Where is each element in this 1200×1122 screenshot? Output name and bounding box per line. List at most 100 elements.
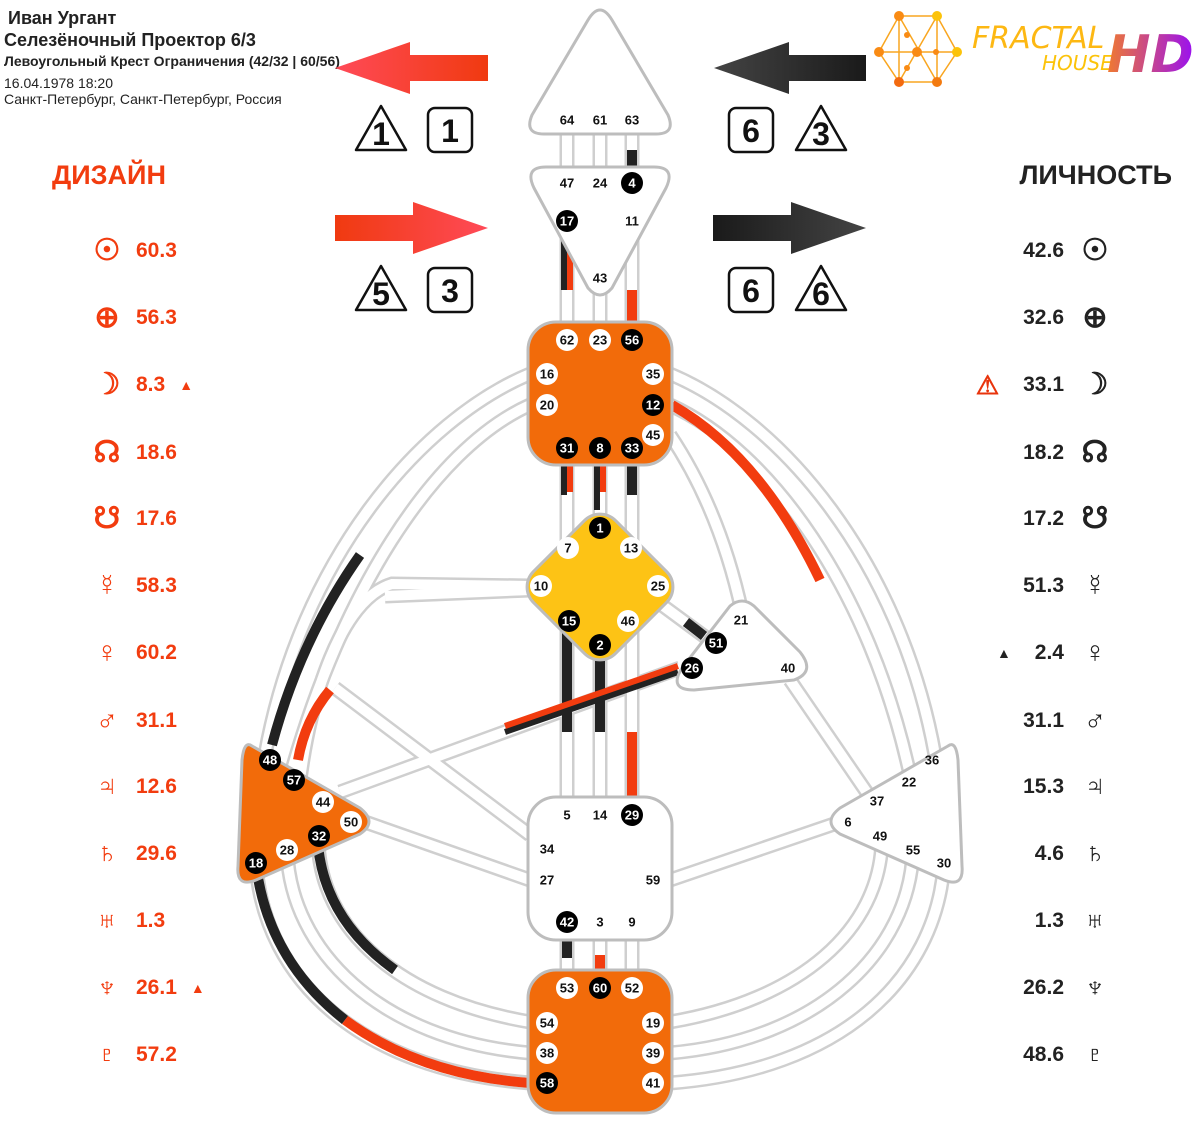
gate-64[interactable]: 64	[560, 113, 575, 128]
gate-1[interactable]: 1	[589, 517, 611, 539]
gate-13[interactable]: 13	[620, 537, 642, 559]
gate-41[interactable]: 41	[642, 1072, 664, 1094]
gate-14[interactable]: 14	[593, 808, 608, 823]
gate-49[interactable]: 49	[873, 829, 887, 844]
gate-44[interactable]: 44	[312, 791, 334, 813]
planet-gate-value: 48.6	[1023, 1043, 1064, 1066]
gate-56[interactable]: 56	[621, 329, 643, 351]
gate-16[interactable]: 16	[536, 363, 558, 385]
gate-45[interactable]: 45	[642, 424, 664, 446]
gate-26[interactable]: 26	[681, 657, 703, 679]
gate-marker	[620, 537, 642, 559]
gate-54[interactable]: 54	[536, 1012, 558, 1034]
gate-40[interactable]: 40	[781, 661, 795, 676]
gate-marker	[556, 977, 578, 999]
gate-29[interactable]: 29	[621, 804, 643, 826]
design-planet-row: ☿58.3	[90, 569, 177, 603]
gate-22[interactable]: 22	[902, 775, 916, 790]
gate-number: 46	[621, 614, 635, 629]
gate-15[interactable]: 15	[558, 610, 580, 632]
planet-gate-value: 57.2	[136, 1043, 177, 1066]
gate-active-marker	[556, 911, 578, 933]
gate-active-marker	[283, 769, 305, 791]
planet-gate-value: 17.2	[1023, 507, 1064, 530]
gate-43[interactable]: 43	[593, 271, 607, 286]
gate-6[interactable]: 6	[844, 815, 851, 830]
gate-active-marker	[705, 632, 727, 654]
gate-38[interactable]: 38	[536, 1042, 558, 1064]
gate-10[interactable]: 10	[530, 575, 552, 597]
gate-46[interactable]: 46	[617, 610, 639, 632]
gate-35[interactable]: 35	[642, 363, 664, 385]
gate-53[interactable]: 53	[556, 977, 578, 999]
gate-number: 24	[593, 176, 608, 191]
gate-48[interactable]: 48	[259, 749, 281, 771]
planet-gate-value: 8.3	[136, 373, 166, 396]
gate-60[interactable]: 60	[589, 977, 611, 999]
gate-55[interactable]: 55	[906, 843, 920, 858]
gate-number: 49	[873, 829, 887, 844]
logo-fractal: FRACTAL	[972, 21, 1104, 56]
gate-62[interactable]: 62	[556, 329, 578, 351]
planet-gate-value: 56.3	[136, 306, 177, 329]
gate-36[interactable]: 36	[925, 753, 939, 768]
design-planet-row: ♃12.6	[90, 770, 177, 804]
gate-4[interactable]: 4	[621, 172, 643, 194]
gate-61[interactable]: 61	[593, 113, 607, 128]
exalted-arrow-icon: ▲	[190, 980, 205, 996]
gate-marker	[642, 363, 664, 385]
gate-19[interactable]: 19	[642, 1012, 664, 1034]
gate-active-marker	[556, 437, 578, 459]
gate-42[interactable]: 42	[556, 911, 578, 933]
gate-number: 11	[625, 214, 639, 229]
gate-52[interactable]: 52	[621, 977, 643, 999]
gate-marker	[647, 575, 669, 597]
gate-32[interactable]: 32	[308, 825, 330, 847]
gate-21[interactable]: 21	[734, 613, 748, 628]
gate-18[interactable]: 18	[245, 852, 267, 874]
gate-2[interactable]: 2	[589, 634, 611, 656]
gate-23[interactable]: 23	[589, 329, 611, 351]
gate-27[interactable]: 27	[540, 873, 554, 888]
gate-47[interactable]: 47	[560, 176, 574, 191]
gate-9[interactable]: 9	[628, 915, 635, 930]
gate-20[interactable]: 20	[536, 394, 558, 416]
mars-icon: ♂	[1083, 704, 1107, 737]
gate-24[interactable]: 24	[593, 176, 608, 191]
gate-5[interactable]: 5	[563, 808, 570, 823]
planet-gate-value: 2.4	[1034, 641, 1064, 664]
gate-63[interactable]: 63	[625, 113, 639, 128]
gate-number: 64	[560, 113, 575, 128]
gate-17[interactable]: 17	[556, 210, 578, 232]
gate-12[interactable]: 12	[642, 394, 664, 416]
design-planet-row: ☋17.6	[90, 502, 177, 536]
gate-59[interactable]: 59	[646, 873, 660, 888]
gate-50[interactable]: 50	[340, 811, 362, 833]
gate-marker	[557, 537, 579, 559]
gate-number: 44	[316, 795, 331, 810]
gate-58[interactable]: 58	[536, 1072, 558, 1094]
gate-number: 42	[560, 915, 574, 930]
gate-11[interactable]: 11	[625, 214, 639, 229]
gate-3[interactable]: 3	[596, 915, 603, 930]
gate-number: 30	[937, 856, 951, 871]
gate-8[interactable]: 8	[589, 437, 611, 459]
design-planet-row: ♅1.3	[90, 904, 165, 938]
north-node-icon: ☊	[93, 436, 121, 469]
gate-28[interactable]: 28	[276, 839, 298, 861]
gate-57[interactable]: 57	[283, 769, 305, 791]
personality-planet-row: ⚠33.1☽	[976, 368, 1112, 402]
gate-30[interactable]: 30	[937, 856, 951, 871]
gate-34[interactable]: 34	[540, 842, 555, 857]
gate-39[interactable]: 39	[642, 1042, 664, 1064]
ego-center	[675, 599, 809, 692]
gate-31[interactable]: 31	[556, 437, 578, 459]
gate-25[interactable]: 25	[647, 575, 669, 597]
gate-33[interactable]: 33	[621, 437, 643, 459]
gate-active-marker	[556, 210, 578, 232]
gate-7[interactable]: 7	[557, 537, 579, 559]
gate-37[interactable]: 37	[870, 794, 884, 809]
planet-gate-value: 42.6	[1023, 239, 1064, 262]
gate-51[interactable]: 51	[705, 632, 727, 654]
